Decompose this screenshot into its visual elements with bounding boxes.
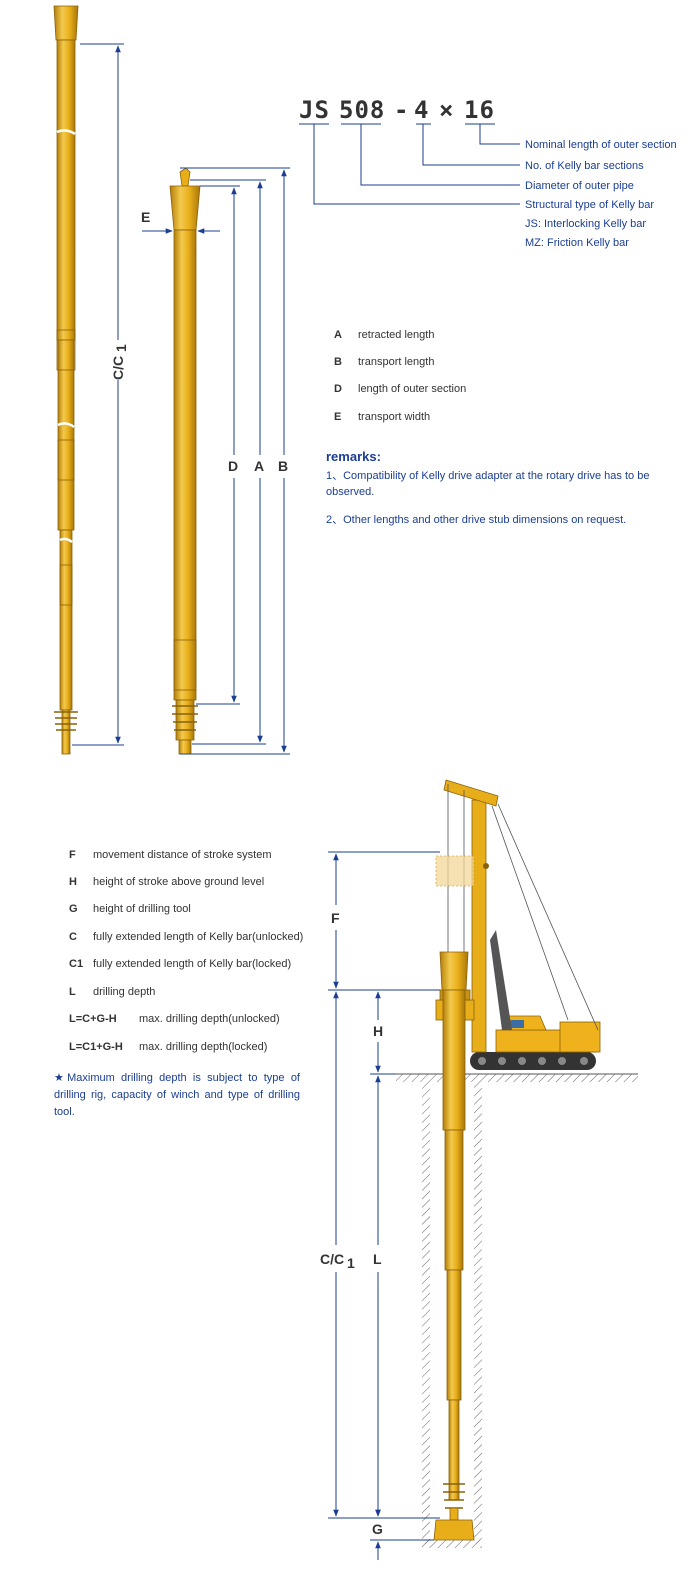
legend-item-b: B transport length: [334, 356, 434, 368]
meaning-mz: MZ: Friction Kelly bar: [525, 237, 629, 249]
legend-key: G: [69, 903, 78, 915]
kelly-bar-retracted: [169, 167, 201, 755]
label-e: E: [141, 209, 150, 225]
label-c1-sub-bottom: 1: [347, 1255, 355, 1271]
drilling-rig: [435, 779, 601, 1070]
legend-item-formula-unlocked: L=C+G-H max. drilling depth(unlocked): [69, 1013, 280, 1025]
legend-item-g: G height of drilling tool: [69, 903, 191, 915]
legend-item-h: H height of stroke above ground level: [69, 876, 264, 888]
legend-item-a: A retracted length: [334, 329, 434, 341]
model-code-times: ×: [439, 96, 454, 124]
label-f: F: [331, 910, 340, 926]
legend-item-l: L drilling depth: [69, 986, 155, 998]
model-code-length: 16: [464, 96, 495, 124]
legend-item-c: C fully extended length of Kelly bar(unl…: [69, 931, 303, 943]
legend-desc: fully extended length of Kelly bar(unloc…: [93, 931, 304, 943]
legend-item-f: F movement distance of stroke system: [69, 849, 272, 861]
model-code: JS 508 - 4 × 16: [299, 96, 495, 124]
legend-key: A: [334, 329, 342, 341]
legend-desc: transport width: [358, 411, 431, 423]
meaning-nominal-length: Nominal length of outer section: [525, 139, 677, 151]
legend-desc: height of drilling tool: [93, 903, 191, 915]
legend-key: L=C+G-H: [69, 1013, 117, 1025]
meaning-diameter: Diameter of outer pipe: [525, 180, 634, 192]
legend-desc: max. drilling depth(unlocked): [139, 1013, 280, 1025]
dimension-lines-bottom: [328, 851, 440, 1560]
legend-desc: movement distance of stroke system: [93, 849, 272, 861]
label-c-c1-bottom: C/C: [320, 1251, 344, 1267]
label-a: A: [254, 458, 264, 474]
label-g: G: [372, 1521, 383, 1537]
ground-borehole: [396, 1073, 638, 1548]
label-d: D: [228, 458, 238, 474]
legend-key: C: [69, 931, 77, 943]
legend-desc: retracted length: [358, 329, 435, 341]
legend-item-formula-locked: L=C1+G-H max. drilling depth(locked): [69, 1041, 267, 1053]
legend-desc: length of outer section: [358, 383, 467, 395]
label-l: L: [373, 1251, 382, 1267]
legend-key: H: [69, 876, 77, 888]
meaning-structural-type: Structural type of Kelly bar: [525, 199, 654, 211]
legend-item-c1: C1 fully extended length of Kelly bar(lo…: [69, 958, 291, 970]
legend-key: L=C1+G-H: [69, 1041, 123, 1053]
legend-key: E: [334, 411, 342, 423]
legend-key: B: [334, 356, 342, 368]
remark-2: 2、Other lengths and other drive stub dim…: [326, 514, 627, 526]
max-depth-note: ★Maximum drilling depth is subject to ty…: [54, 1072, 300, 1118]
model-code-sections: 4: [414, 96, 429, 124]
dimension-labels: C/C 1 E D A B F H C/C 1 L G: [110, 209, 383, 1537]
legend-item-d: D length of outer section: [334, 383, 466, 395]
label-b: B: [278, 458, 288, 474]
model-code-diameter: 508: [339, 96, 385, 124]
remark-1: 1、Compatibility of Kelly drive adapter a…: [326, 470, 650, 498]
legend-desc: drilling depth: [93, 986, 156, 998]
meaning-sections: No. of Kelly bar sections: [525, 160, 644, 172]
legend-key: D: [334, 383, 342, 395]
label-c1-sub-top: 1: [113, 344, 129, 352]
legend-desc: height of stroke above ground level: [93, 876, 265, 888]
label-c-c1-top: C/C: [110, 356, 126, 380]
meaning-js: JS: Interlocking Kelly bar: [525, 218, 646, 230]
legend-key: L: [69, 986, 76, 998]
label-h: H: [373, 1023, 383, 1039]
model-code-leaders: [299, 123, 520, 205]
model-code-dash: -: [394, 96, 409, 124]
legend-item-e: E transport width: [334, 411, 430, 423]
kelly-bar-extended: [53, 5, 79, 755]
dimension-lines-top: [72, 43, 290, 755]
model-code-meanings: Nominal length of outer section No. of K…: [525, 139, 677, 249]
legend-desc: max. drilling depth(locked): [139, 1041, 268, 1053]
legend-desc: fully extended length of Kelly bar(locke…: [93, 958, 292, 970]
legend-desc: transport length: [358, 356, 435, 368]
legend-key: C1: [69, 958, 84, 970]
legend-key: F: [69, 849, 76, 861]
remarks-title: remarks:: [326, 449, 381, 464]
model-code-prefix: JS: [299, 96, 330, 124]
kelly-bar-in-hole: [433, 951, 475, 1541]
